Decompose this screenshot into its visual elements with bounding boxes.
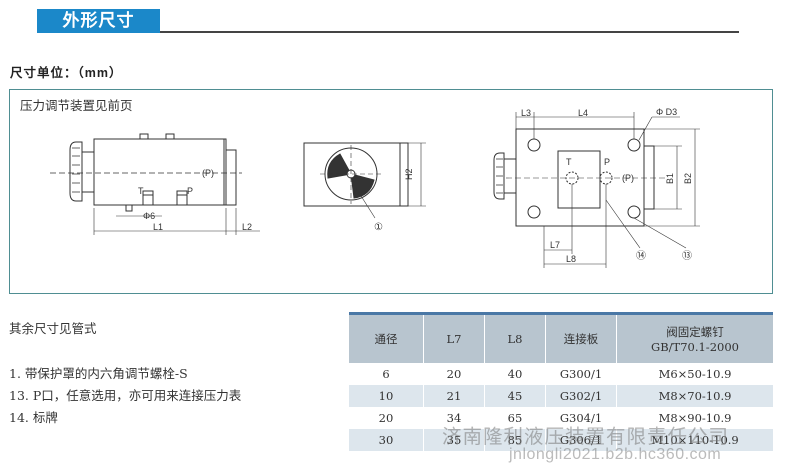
header-rule	[160, 31, 739, 33]
note-item-13: 13. P口，任意选用，亦可用来连接压力表	[9, 388, 242, 403]
callout-13: ⑬	[682, 250, 692, 262]
watermark-company: 济南隆利液压装置有限责任公司	[442, 426, 730, 448]
col-header-screws-line1: 阀固定螺钉	[666, 325, 724, 339]
col-header-l8: L8	[484, 312, 546, 363]
callout-14: ⑭	[636, 250, 646, 262]
table-cell: 85	[484, 429, 546, 451]
col-header-screws-line2: GB/T70.1-2000	[651, 340, 739, 354]
table-cell: 21	[423, 385, 485, 407]
label-l1: L1	[153, 222, 163, 232]
table-row: 6 20 40 G300/1 M6×50-10.9	[349, 363, 773, 385]
section-header: 外形尺寸	[37, 9, 739, 35]
label-l4: L4	[578, 108, 588, 118]
drawing-note: 压力调节装置见前页	[20, 98, 133, 113]
table-row: 10 21 45 G302/1 M8×70-10.9	[349, 385, 773, 407]
side-view	[50, 133, 260, 235]
label-t-3: T	[566, 157, 572, 167]
table-cell: G302/1	[545, 385, 617, 407]
note-item-14: 14. 标牌	[9, 410, 58, 425]
table-cell: 6	[349, 363, 424, 385]
table-cell: 45	[484, 385, 546, 407]
table-cell: G300/1	[545, 363, 617, 385]
table-cell: 30	[349, 429, 424, 451]
table-cell: 10	[349, 385, 424, 407]
label-t-1: T	[138, 186, 144, 196]
unit-line: 尺寸单位：（mm）	[10, 66, 123, 80]
label-p-port-3: (P)	[622, 173, 634, 183]
table-cell: 20	[349, 407, 424, 429]
notes: 其余尺寸见管式 1. 带保护罩的内六角调节螺栓-S 13. P口，任意选用，亦可…	[9, 318, 241, 429]
notes-intro: 其余尺寸见管式	[9, 321, 97, 336]
table-cell: M8×70-10.9	[616, 385, 773, 407]
spec-table: 通径 L7 L8 连接板 阀固定螺钉 GB/T70.1-2000 6 20 40…	[349, 312, 773, 451]
col-header-screws: 阀固定螺钉 GB/T70.1-2000	[616, 312, 773, 363]
table-cell: G304/1	[545, 407, 617, 429]
label-b1: B1	[665, 173, 675, 184]
table-cell: 20	[423, 363, 485, 385]
table-cell: 35	[423, 429, 485, 451]
label-p-1: P	[187, 186, 193, 196]
table-cell: 34	[423, 407, 485, 429]
col-header-l7: L7	[423, 312, 485, 363]
label-p-port-1: (P)	[202, 168, 214, 178]
label-phi-d3: Φ D3	[656, 107, 677, 117]
label-l3: L3	[521, 108, 531, 118]
table-cell: G306/1	[545, 429, 617, 451]
dimension-drawing: (P) T P Φ6 L1 L2 H2 ①	[50, 107, 700, 268]
label-h2: H2	[404, 168, 414, 180]
table-row: 20 34 65 G304/1 M8×90-10.9	[349, 407, 773, 429]
label-l2: L2	[242, 222, 252, 232]
front-view	[303, 142, 426, 219]
label-p-3: P	[604, 157, 610, 167]
label-l7: L7	[550, 240, 560, 250]
table-header-row: 通径 L7 L8 连接板 阀固定螺钉 GB/T70.1-2000	[349, 312, 773, 363]
table-cell: M10×110-10.9	[616, 429, 773, 451]
section-title: 外形尺寸	[37, 9, 160, 33]
label-b2: B2	[683, 173, 693, 184]
col-header-subplate: 连接板	[545, 312, 617, 363]
table-cell: 40	[484, 363, 546, 385]
top-view	[493, 112, 700, 268]
label-l8: L8	[566, 254, 576, 264]
col-header-diameter: 通径	[349, 312, 424, 363]
note-item-1: 1. 带保护罩的内六角调节螺栓-S	[9, 366, 188, 381]
drawing-frame: 压力调节装置见前页	[9, 89, 773, 294]
label-phi6: Φ6	[143, 211, 155, 221]
table-cell: 65	[484, 407, 546, 429]
callout-1: ①	[374, 222, 383, 233]
table-cell: M8×90-10.9	[616, 407, 773, 429]
table-cell: M6×50-10.9	[616, 363, 773, 385]
watermark-site: jnlongli2021.b2b.hc360.com	[509, 446, 722, 463]
table-row: 30 35 85 G306/1 M10×110-10.9	[349, 429, 773, 451]
